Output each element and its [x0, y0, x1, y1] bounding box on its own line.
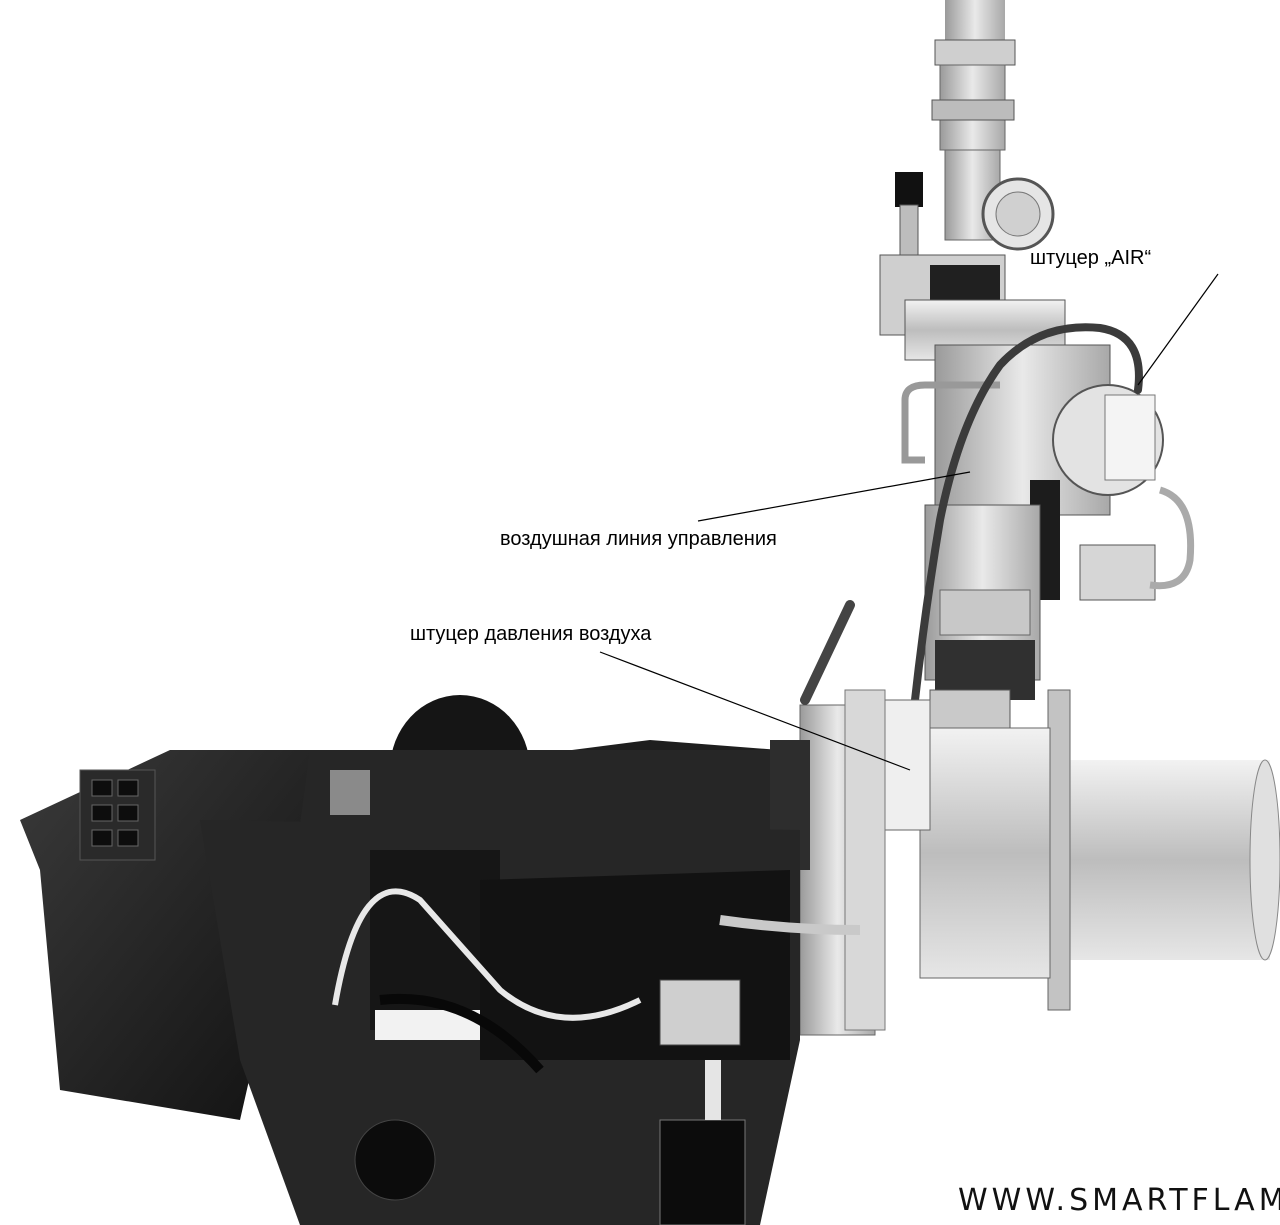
control-air-line-callout: воздушная линия управления	[500, 528, 777, 550]
air-pressure-fitting-callout: штуцер давления воздуха	[410, 623, 652, 645]
air-fitting-callout: штуцер „AIR“	[1030, 247, 1152, 269]
watermark: WWW.SMARTFLAM	[958, 1183, 1280, 1218]
burner-housing	[20, 695, 861, 1225]
leader-line-air-pressure-fitting	[599, 651, 911, 771]
gas-valve-train	[879, 0, 1195, 736]
blast-tube	[799, 600, 1280, 1036]
leader-line-air-fitting	[1137, 273, 1219, 386]
leader-line-control-air-line	[697, 471, 971, 522]
